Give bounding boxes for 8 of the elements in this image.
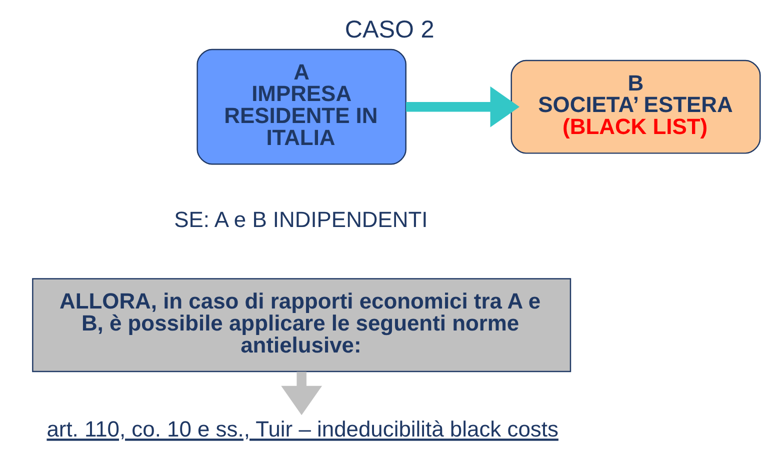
node-box: A IMPRESA RESIDENTE IN ITALIA	[196, 48, 406, 165]
node-box: B SOCIETA’ ESTERA (BLACK LIST)	[510, 60, 761, 154]
arrow	[281, 372, 322, 416]
node-box: ALLORA, in caso di rapporti economici tra A e B, è possibile applicare le seguenti norme antielusive:	[32, 278, 572, 372]
arrow	[406, 86, 520, 128]
diagram-title: CASO 2	[344, 16, 434, 44]
node-text: art. 110, co. 10 e ss., Tuir – indeducibilità black costs	[46, 416, 558, 442]
label: SE: A e B INDIPENDENTI	[174, 206, 428, 232]
